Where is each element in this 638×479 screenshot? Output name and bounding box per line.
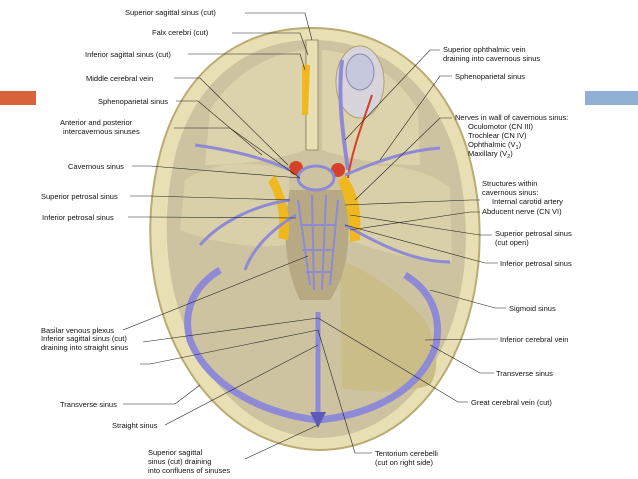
label-inferior-sagittal-sinus-cut: Inferior sagittal sinus (cut) [85, 50, 171, 59]
label-middle-cerebral-vein: Middle cerebral vein [86, 74, 153, 83]
label-superior-ophthalmic-vein-line1: Superior ophthalmic vein [443, 45, 526, 54]
anterior-cranial-fossa [205, 50, 305, 165]
label-inferior-petrosal-sinus-left: Inferior petrosal sinus [42, 213, 114, 222]
superior-petrosal-sinus-left [198, 198, 291, 246]
inferior-petrosal-sinus-left [243, 213, 297, 271]
label-superior-petrosal-sinus-right-line2: (cut open) [495, 238, 529, 247]
sphenoparietal-sinus-right [344, 146, 441, 177]
label-intercavernous-sinuses-line1: Anterior and posterior [60, 118, 133, 127]
label-transverse-sinus-right: Transverse sinus [496, 369, 553, 378]
label-transverse-sinus-left: Transverse sinus [60, 400, 117, 409]
label-sphenoparietal-sinus-left: Sphenoparietal sinus [98, 97, 168, 106]
eyeball [345, 53, 375, 91]
label-superior-petrosal-sinus-right-line1: Superior petrosal sinus [495, 229, 572, 238]
internal-carotid-artery-right [331, 163, 345, 177]
label-basilar-venous-plexus: Basilar venous plexus [41, 326, 114, 335]
label-inferior-sagittal-to-straight-line2: draining into straight sinus [41, 343, 128, 352]
cavernous-sinus-nerves [338, 175, 361, 242]
basilar-venous-plexus [297, 194, 339, 291]
label-inferior-cerebral-vein: Inferior cerebral vein [500, 335, 568, 344]
label-tentorium-line1: Tentorium cerebelli [375, 449, 438, 458]
label-confluence-line1: Superior sagittal [148, 448, 203, 457]
label-confluence-line2: sinus (cut) draining [148, 457, 211, 466]
label-sigmoid-sinus: Sigmoid sinus [509, 304, 556, 313]
skull-base-artwork [149, 26, 481, 452]
ophthalmic-artery [347, 94, 373, 179]
confluence-of-sinuses [310, 412, 326, 428]
label-straight-sinus: Straight sinus [112, 421, 158, 430]
label-nerve-maxillary: Maxillary (V2) [468, 149, 513, 160]
sphenoparietal-sinus-left [194, 143, 291, 172]
transverse-sigmoid-right [317, 271, 441, 424]
label-intercavernous-sinuses-line2: intercavernous sinuses [63, 127, 140, 136]
label-nerve-ophthalmic: Ophthalmic (V1) [468, 140, 522, 151]
label-confluence-line3: into confluens of sinuses [148, 466, 230, 475]
inferior-sagittal-sinus-anterior [302, 65, 310, 115]
label-superior-ophthalmic-vein-line2: draining into cavernous sinus [443, 54, 540, 63]
tentorium-cerebelli [340, 260, 437, 392]
superior-ophthalmic-vein [338, 59, 350, 171]
label-structures-within-line1: Structures within [482, 179, 537, 188]
label-nerve-oculomotor: Oculomotor (CN III) [468, 122, 534, 131]
label-structures-within-line2: cavernous sinus: [482, 188, 538, 197]
right-accent-bar [585, 91, 638, 105]
label-falx-cerebri-cut: Falx cerebri (cut) [152, 28, 209, 37]
label-nerve-trochlear: Trochlear (CN IV) [468, 131, 527, 140]
label-cavernous-sinus: Cavernous sinus [68, 162, 124, 171]
inferior-petrosal-sinus-right [344, 223, 451, 264]
label-nerves-title: Nerves in wall of cavernous sinus: [455, 113, 568, 122]
label-inferior-sagittal-to-straight-line1: Inferior sagittal sinus (cut) [41, 334, 127, 343]
label-internal-carotid-artery: Internal carotid artery [492, 197, 563, 206]
label-superior-petrosal-sinus-left: Superior petrosal sinus [41, 192, 118, 201]
transverse-sigmoid-left [184, 266, 319, 424]
label-abducent-nerve: Abducent nerve (CN VI) [482, 207, 562, 216]
label-great-cerebral-vein: Great cerebral vein (cut) [471, 398, 552, 407]
leader-lines [122, 12, 506, 460]
label-tentorium-line2: (cut on right side) [375, 458, 433, 467]
middle-cranial-fossa-left [180, 163, 290, 247]
label-inferior-petrosal-sinus-right: Inferior petrosal sinus [500, 259, 572, 268]
left-accent-bar [0, 91, 36, 105]
label-superior-sagittal-sinus-cut: Superior sagittal sinus (cut) [125, 8, 216, 17]
label-sphenoparietal-sinus-right: Sphenoparietal sinus [455, 72, 525, 81]
